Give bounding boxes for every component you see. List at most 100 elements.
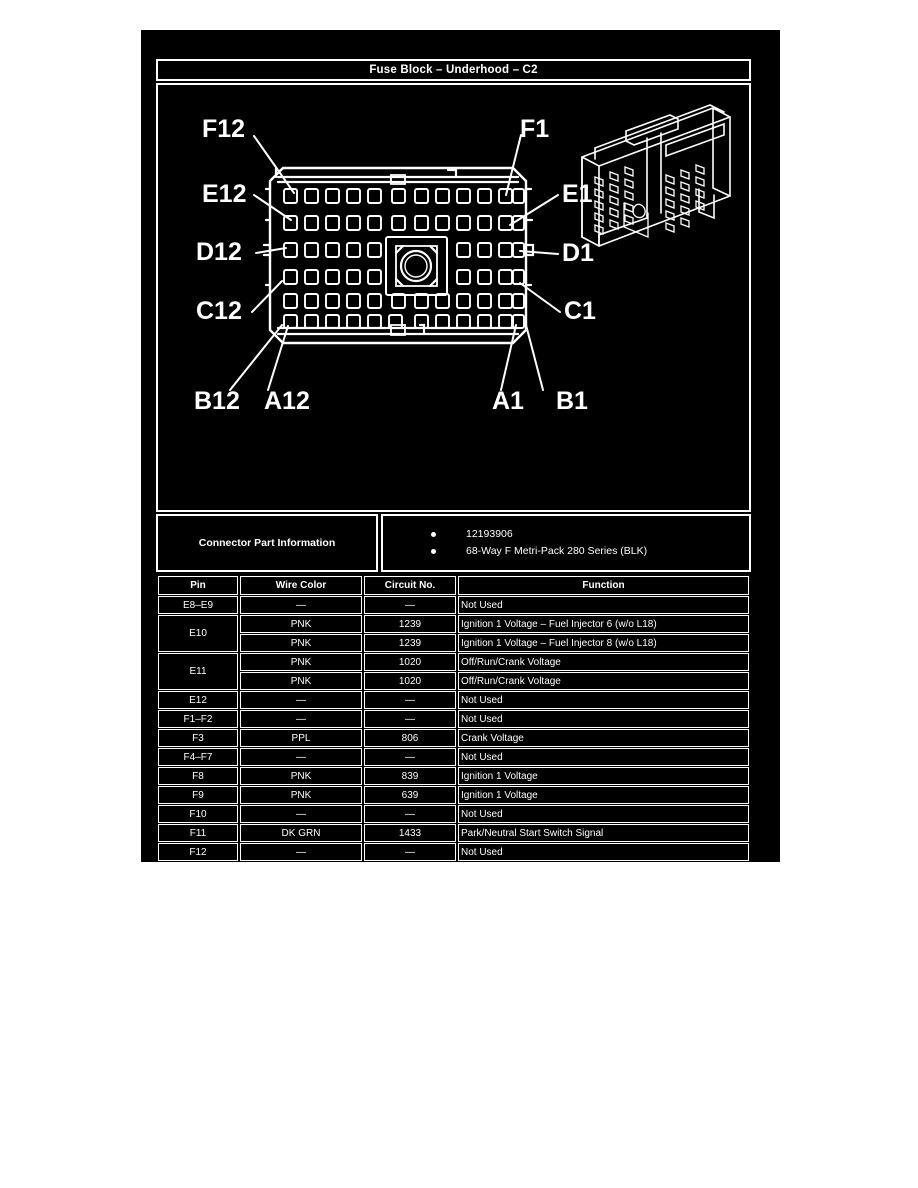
cell-function: Ignition 1 Voltage – Fuel Injector 6 (w/…: [458, 615, 749, 633]
cell-function: Park/Neutral Start Switch Signal: [458, 824, 749, 842]
leader-lines: [229, 134, 561, 391]
cell-wire-color: DK GRN: [240, 824, 362, 842]
column-header-function: Function: [458, 576, 749, 595]
table-row: F1–F2——Not Used: [158, 710, 749, 728]
cell-pin: E8–E9: [158, 596, 238, 614]
table-row: E8–E9——Not Used: [158, 596, 749, 614]
cell-pin: F9: [158, 786, 238, 804]
cell-circuit-no: —: [364, 843, 456, 861]
cell-function: Ignition 1 Voltage – Fuel Injector 8 (w/…: [458, 634, 749, 652]
cell-function: Not Used: [458, 691, 749, 709]
center-alignment-boss: [385, 236, 448, 296]
diagram-label-A1: A1: [492, 387, 524, 415]
diagram-label-B1: B1: [556, 387, 588, 415]
cell-wire-color: PNK: [240, 786, 362, 804]
connector-part-number: 12193906: [466, 528, 513, 540]
cell-circuit-no: —: [364, 805, 456, 823]
cell-circuit-no: 1433: [364, 824, 456, 842]
cell-circuit-no: —: [364, 691, 456, 709]
diagram-label-D1: D1: [562, 239, 594, 267]
connector-diagram-panel: F12 E12 D12 C12 B12 A12 F1 E1 D1 C1 A1 B…: [156, 83, 751, 512]
diagram-label-F1: F1: [520, 115, 549, 143]
cell-wire-color: —: [240, 710, 362, 728]
diagram-label-E1: E1: [562, 180, 593, 208]
connector-cavity-grid: [283, 188, 525, 329]
table-row: F10——Not Used: [158, 805, 749, 823]
cell-circuit-no: 1239: [364, 615, 456, 633]
cell-function: Not Used: [458, 710, 749, 728]
cell-wire-color: —: [240, 596, 362, 614]
list-item: 68-Way F Metri-Pack 280 Series (BLK): [431, 543, 749, 560]
diagram-label-D12: D12: [196, 238, 242, 266]
document-page: Fuse Block – Underhood – C2: [141, 30, 780, 862]
cell-function: Not Used: [458, 596, 749, 614]
cell-wire-color: —: [240, 748, 362, 766]
diagram-label-C1: C1: [564, 297, 596, 325]
cell-wire-color: —: [240, 805, 362, 823]
cell-circuit-no: —: [364, 596, 456, 614]
table-row: E12——Not Used: [158, 691, 749, 709]
cell-function: Ignition 1 Voltage: [458, 786, 749, 804]
cell-wire-color: PPL: [240, 729, 362, 747]
cell-wire-color: PNK: [240, 653, 362, 671]
cell-function: Not Used: [458, 748, 749, 766]
cell-function: Off/Run/Crank Voltage: [458, 653, 749, 671]
cell-function: Off/Run/Crank Voltage: [458, 672, 749, 690]
cell-pin: F1–F2: [158, 710, 238, 728]
diagram-label-A12: A12: [264, 387, 310, 415]
cell-wire-color: PNK: [240, 767, 362, 785]
list-item: 12193906: [431, 526, 749, 543]
connector-part-information-values: 12193906 68-Way F Metri-Pack 280 Series …: [381, 514, 751, 572]
table-row: F12——Not Used: [158, 843, 749, 861]
cell-circuit-no: —: [364, 710, 456, 728]
table-row: F4–F7——Not Used: [158, 748, 749, 766]
cell-function: Ignition 1 Voltage: [458, 767, 749, 785]
cell-circuit-no: 1020: [364, 653, 456, 671]
bullet-icon: [431, 532, 436, 537]
cell-pin: E12: [158, 691, 238, 709]
cell-pin: F10: [158, 805, 238, 823]
connector-description: 68-Way F Metri-Pack 280 Series (BLK): [466, 545, 648, 557]
connector-part-information: Connector Part Information 12193906 68-W…: [156, 514, 751, 572]
cell-pin: F8: [158, 767, 238, 785]
connector-part-information-label: Connector Part Information: [156, 514, 378, 572]
cell-pin: E11: [158, 653, 238, 690]
cell-wire-color: PNK: [240, 615, 362, 633]
pin-table-container: Pin Wire Color Circuit No. Function E8–E…: [156, 575, 751, 862]
column-header-wire-color: Wire Color: [240, 576, 362, 595]
cell-wire-color: —: [240, 843, 362, 861]
cell-function: Crank Voltage: [458, 729, 749, 747]
column-header-pin: Pin: [158, 576, 238, 595]
cell-pin: F3: [158, 729, 238, 747]
cell-wire-color: PNK: [240, 634, 362, 652]
connector-face-diagram: F12 E12 D12 C12 B12 A12 F1 E1 D1 C1 A1 B…: [194, 104, 731, 415]
cell-pin: F12: [158, 843, 238, 861]
cell-circuit-no: 806: [364, 729, 456, 747]
table-header-row: Pin Wire Color Circuit No. Function: [158, 576, 749, 595]
diagram-label-E12: E12: [202, 180, 246, 208]
figure-title-bar: Fuse Block – Underhood – C2: [156, 59, 751, 81]
cell-function: Not Used: [458, 843, 749, 861]
page-title: Fuse Block – Underhood – C2: [369, 64, 538, 76]
diagram-label-F12: F12: [202, 115, 245, 143]
column-header-circuit-no: Circuit No.: [364, 576, 456, 595]
cell-wire-color: PNK: [240, 672, 362, 690]
cell-circuit-no: 1239: [364, 634, 456, 652]
cell-pin: F4–F7: [158, 748, 238, 766]
cell-function: Not Used: [458, 805, 749, 823]
cell-circuit-no: —: [364, 748, 456, 766]
connector-3d-illustration: [581, 104, 731, 247]
cell-pin: F11: [158, 824, 238, 842]
cell-pin: E10: [158, 615, 238, 652]
diagram-label-C12: C12: [196, 297, 242, 325]
pin-table: Pin Wire Color Circuit No. Function E8–E…: [156, 575, 751, 862]
cell-circuit-no: 1020: [364, 672, 456, 690]
cell-wire-color: —: [240, 691, 362, 709]
